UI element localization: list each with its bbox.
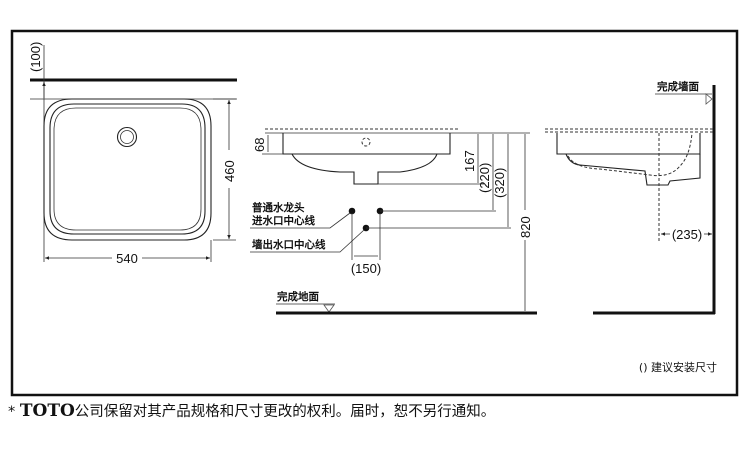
dim-wall-offset: (235) [672, 227, 702, 242]
dim-width: 540 [116, 251, 138, 266]
label-floor: 完成地面 [277, 290, 319, 303]
label-wall-outlet: 墙出水口中心线 [252, 238, 326, 251]
footer-disclaimer: * TOTO公司保留对其产品规格和尺寸更改的权利。届时，恕不另行通知。 [8, 400, 495, 421]
dim-height: 820 [518, 216, 533, 238]
footer-text: 公司保留对其产品规格和尺寸更改的权利。届时，恕不另行通知。 [74, 404, 496, 420]
plan-view: (100) 460 540 [28, 42, 237, 266]
dim-supply-spacing: (150) [351, 261, 381, 276]
side-view: 完成墙面 (235) [545, 80, 716, 315]
brand-name: TOTO [19, 401, 75, 421]
dim-depth: 460 [222, 160, 237, 182]
footer-asterisk: * [8, 404, 16, 420]
dim-rim: 68 [252, 138, 267, 152]
floor-level-icon [323, 304, 335, 313]
legend-note: () 建议安装尺寸 [639, 360, 717, 374]
basin-section [282, 133, 451, 155]
wall-level-icon [705, 93, 713, 105]
basin-side-section [556, 133, 701, 155]
label-faucet-inlet: 进水口中心线 [252, 214, 315, 227]
dim-outlet: 167 [462, 150, 477, 172]
dim-supply: (220) [477, 163, 492, 193]
basin-outline [43, 98, 212, 241]
drain-icon [116, 126, 138, 148]
dim-waste: (320) [492, 168, 507, 198]
section-view: 68 167 (220) (320) 820 (150) 普通水龙头 进水口中心… [250, 128, 537, 315]
drawing-frame [10, 29, 739, 397]
label-wall: 完成墙面 [657, 80, 699, 93]
label-faucet: 普通水龙头 [252, 201, 305, 214]
dim-backset: (100) [28, 42, 43, 72]
supply-point-icon [348, 207, 356, 215]
